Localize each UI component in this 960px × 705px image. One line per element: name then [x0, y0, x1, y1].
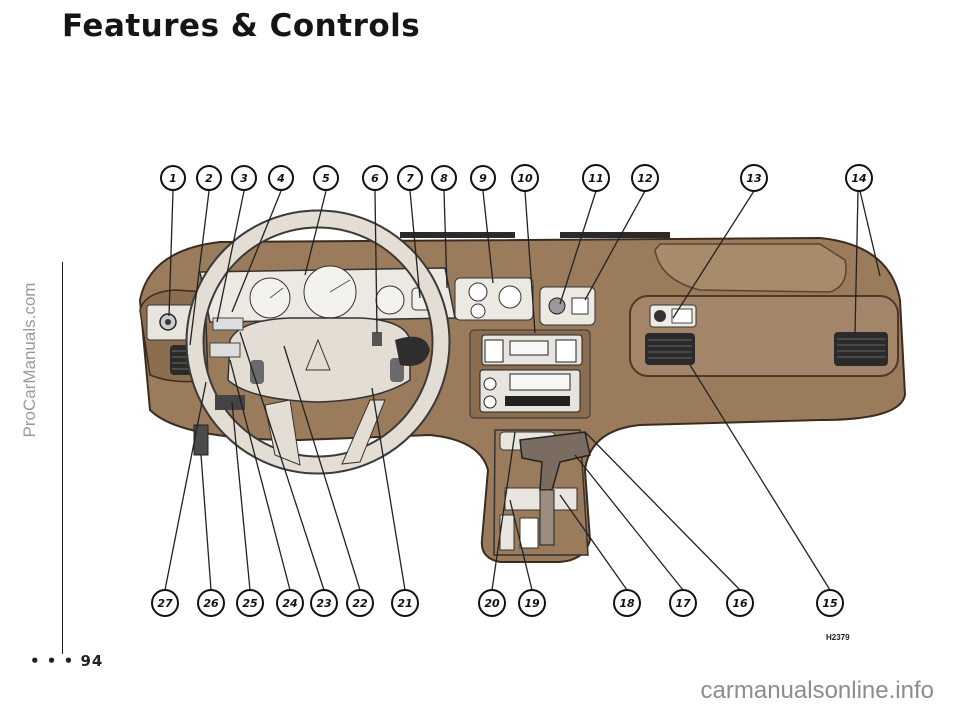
callout-3: 3	[231, 165, 257, 191]
bottom-callouts: 27 26 25 24 23 22 21 20 19 18 17 16 15	[151, 589, 844, 617]
callout-18: 18	[613, 589, 641, 617]
callout-16: 16	[726, 589, 754, 617]
callout-label: 10	[517, 172, 533, 185]
callout-23: 23	[310, 589, 338, 617]
callout-26: 26	[197, 589, 225, 617]
callout-label: 9	[479, 172, 487, 185]
callout-27: 27	[151, 589, 179, 617]
callout-17: 17	[669, 589, 697, 617]
callout-label: 5	[322, 172, 330, 185]
callout-label: 13	[746, 172, 762, 185]
callout-19: 19	[518, 589, 546, 617]
callout-label: 17	[675, 597, 691, 610]
callout-25: 25	[236, 589, 264, 617]
callout-21: 21	[391, 589, 419, 617]
callout-10: 10	[511, 164, 539, 192]
callout-24: 24	[276, 589, 304, 617]
passenger-right-vent	[834, 332, 888, 366]
callout-8: 8	[431, 165, 457, 191]
page-title: Features & Controls	[62, 8, 421, 44]
callout-label: 18	[619, 597, 635, 610]
callout-label: 25	[242, 597, 258, 610]
callout-label: 6	[371, 172, 379, 185]
callout-20: 20	[478, 589, 506, 617]
callout-5: 5	[313, 165, 339, 191]
figure-code: H2379	[826, 633, 850, 642]
callout-label: 3	[240, 172, 248, 185]
callout-label: 8	[440, 172, 448, 185]
callout-22: 22	[346, 589, 374, 617]
callout-label: 20	[484, 597, 500, 610]
callout-14: 14	[845, 164, 873, 192]
page-number-value: 94	[80, 652, 104, 670]
callout-label: 11	[588, 172, 603, 185]
top-callouts: 1 2 3 4 5 6 7 8 9 10 11 12 13 14	[160, 164, 873, 192]
passenger-center-vent	[645, 333, 695, 365]
callout-4: 4	[268, 165, 294, 191]
callout-label: 19	[524, 597, 540, 610]
callout-label: 16	[732, 597, 748, 610]
callout-1: 1	[160, 165, 186, 191]
page-marker: • • •	[30, 652, 75, 670]
callout-label: 15	[822, 597, 838, 610]
callout-13: 13	[740, 164, 768, 192]
callout-label: 2	[205, 172, 213, 185]
callout-15: 15	[816, 589, 844, 617]
callout-7: 7	[397, 165, 423, 191]
callout-label: 22	[352, 597, 368, 610]
margin-rule	[62, 262, 63, 654]
callout-6: 6	[362, 165, 388, 191]
callout-label: 1	[169, 172, 177, 185]
page-number: • • • 94	[30, 652, 103, 670]
callout-label: 21	[397, 597, 412, 610]
callout-9: 9	[470, 165, 496, 191]
callout-label: 7	[406, 172, 414, 185]
callout-label: 24	[282, 597, 297, 610]
callout-label: 12	[637, 172, 653, 185]
callout-2: 2	[196, 165, 222, 191]
callout-label: 26	[203, 597, 219, 610]
steering-wheel	[185, 209, 451, 475]
callout-label: 27	[157, 597, 173, 610]
callout-label: 14	[851, 172, 866, 185]
callout-12: 12	[631, 164, 659, 192]
callout-label: 23	[316, 597, 332, 610]
callout-label: 4	[276, 172, 285, 185]
bottom-watermark: carmanualsonline.info	[700, 677, 934, 704]
callout-11: 11	[582, 164, 610, 192]
